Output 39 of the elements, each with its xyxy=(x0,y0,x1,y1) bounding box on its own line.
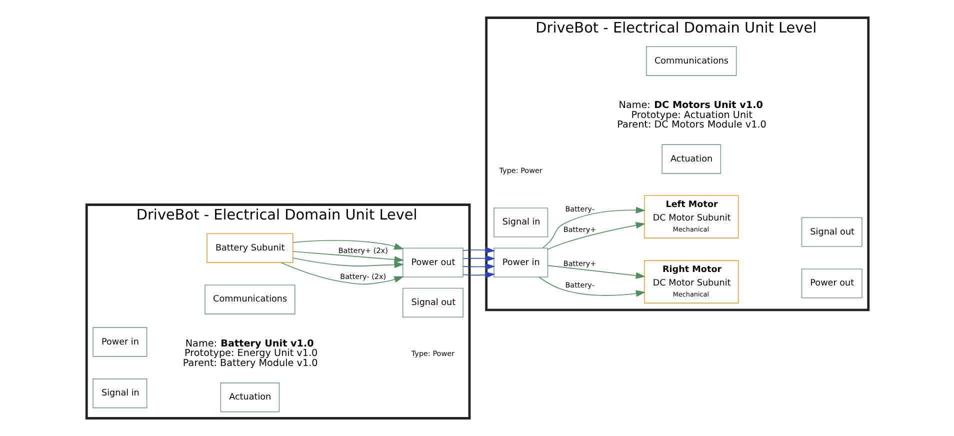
node-label: Parent: Battery Module v1.0 xyxy=(182,358,318,369)
arrow xyxy=(542,206,646,248)
arrow xyxy=(462,255,495,262)
node-box: Communications xyxy=(204,284,295,314)
arrow xyxy=(462,246,495,254)
node-box: Signal in xyxy=(493,208,548,238)
edge-label: Battery+ (2x) xyxy=(338,246,388,256)
arrow xyxy=(292,240,404,250)
node-box: Power in xyxy=(92,327,147,357)
node-box: Power in xyxy=(493,248,548,278)
node-box: Power out xyxy=(800,268,862,298)
node-label: Prototype: Energy Unit v1.0 xyxy=(184,348,318,360)
edge-label: Battery+ xyxy=(562,258,596,268)
arrow xyxy=(462,272,495,278)
arrow xyxy=(547,265,646,279)
node-label: Prototype: Actuation Unit xyxy=(630,110,752,121)
label: Type: Power xyxy=(498,166,542,175)
edge-label: Battery- xyxy=(564,280,594,290)
arrow xyxy=(280,262,404,285)
node-box: Communications xyxy=(646,46,736,76)
node-label: Name: Battery Unit v1.0 xyxy=(184,338,314,350)
node-label: Parent: DC Motors Module v1.0 xyxy=(616,119,766,130)
edge-label: Battery- (2x) xyxy=(340,272,386,281)
label: Type: Power xyxy=(410,348,454,358)
edge-label: Battery- xyxy=(564,204,594,214)
node-box: Signal out xyxy=(402,288,463,318)
node-box: Actuation xyxy=(661,144,721,174)
arrow xyxy=(546,222,645,250)
arrow xyxy=(538,276,646,297)
node-box: Signal in xyxy=(92,378,147,408)
arrow xyxy=(462,263,495,270)
arrow xyxy=(292,258,404,268)
node-label: Name: DC Motors Unit v1.0 xyxy=(618,100,762,112)
node-box: Actuation xyxy=(220,382,280,412)
node-box: Power out xyxy=(402,248,463,278)
node-box: Signal out xyxy=(800,217,862,247)
node-box: Battery Subunit xyxy=(206,233,293,263)
arrow xyxy=(292,251,404,263)
edge-label: Battery+ xyxy=(562,225,596,234)
